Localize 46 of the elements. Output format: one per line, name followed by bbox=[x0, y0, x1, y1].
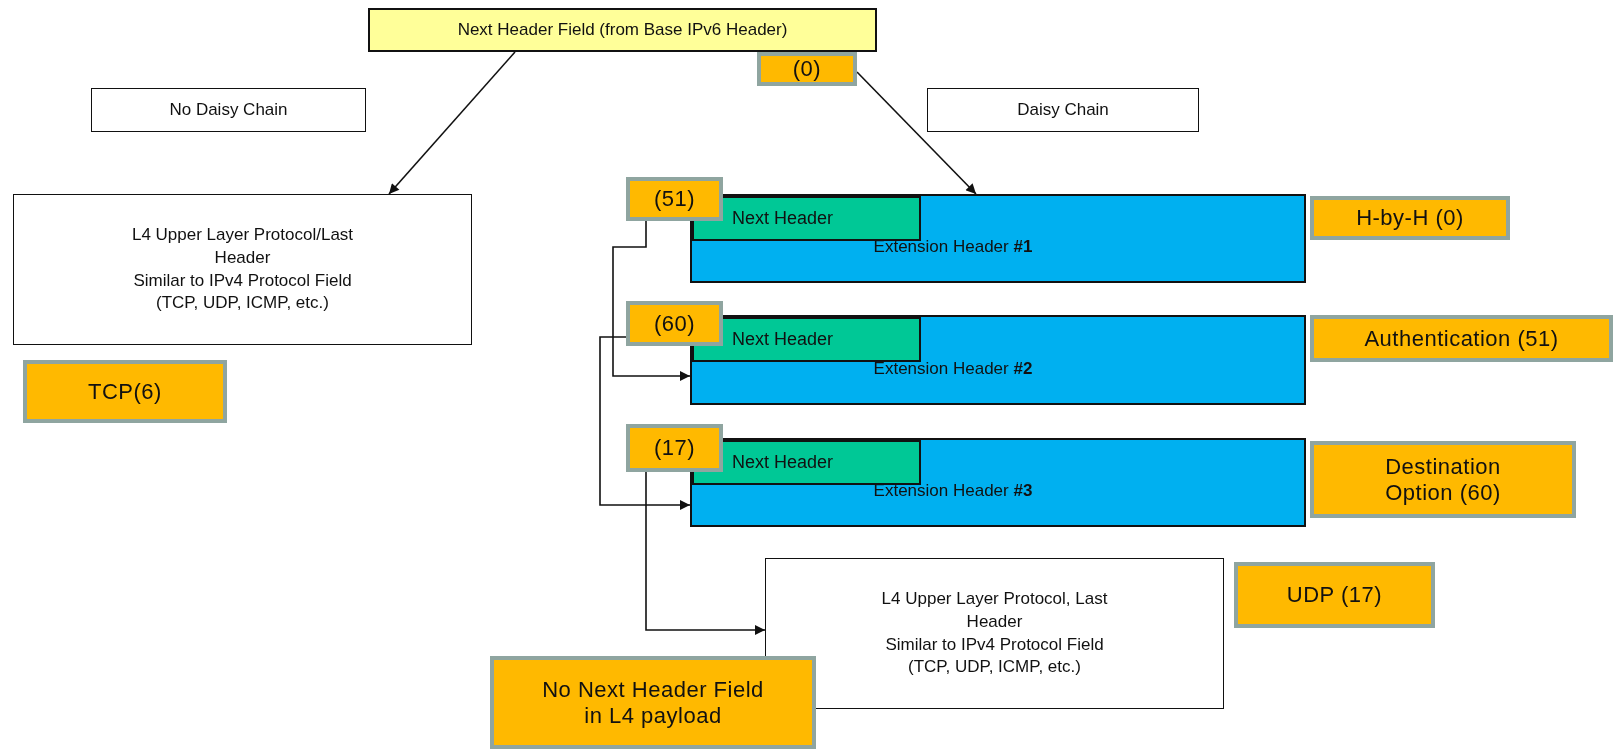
arrow bbox=[645, 471, 766, 635]
value-tag bbox=[757, 52, 857, 86]
node-label: L4 Upper Layer Protocol, Last Header bbox=[880, 587, 1109, 633]
value-tag bbox=[626, 177, 723, 221]
node-label: Similar to IPv4 Protocol Field (TCP, UDP, ICMP, etc.) bbox=[132, 269, 353, 315]
value-tag bbox=[490, 656, 816, 749]
value-tag bbox=[1310, 441, 1576, 518]
node-label: Daisy Chain bbox=[1017, 98, 1109, 121]
arrow bbox=[612, 220, 691, 381]
node-label: Extension Header #3 bbox=[873, 481, 1033, 501]
value-tag bbox=[1310, 196, 1510, 240]
node-label: No Daisy Chain bbox=[169, 98, 288, 121]
node-label: Next Header bbox=[732, 452, 834, 473]
value-tag bbox=[23, 360, 227, 423]
node-label: Extension Header #2 bbox=[873, 359, 1033, 379]
text-box bbox=[13, 194, 472, 345]
header-field-box bbox=[368, 8, 877, 52]
node-label: (17) bbox=[653, 435, 696, 461]
node-label: H-by-H (0) bbox=[1356, 205, 1464, 231]
node-label: No Next Header Field in L4 payload bbox=[541, 676, 765, 729]
node-label: Next Header Field (from Base IPv6 Header) bbox=[457, 20, 788, 40]
value-tag bbox=[626, 301, 723, 346]
value-tag bbox=[1310, 315, 1613, 362]
node-label: (60) bbox=[653, 310, 696, 337]
text-box bbox=[765, 558, 1224, 709]
value-tag bbox=[626, 424, 723, 472]
node-label: Next Header bbox=[732, 329, 834, 350]
text-box bbox=[91, 88, 366, 132]
node-label: UDP (17) bbox=[1286, 582, 1383, 608]
arrow bbox=[388, 51, 516, 195]
node-label: (0) bbox=[792, 56, 822, 82]
node-label: TCP(6) bbox=[88, 378, 162, 405]
node-label: Extension Header #1 bbox=[873, 237, 1033, 257]
value-tag bbox=[1234, 562, 1435, 628]
arrow bbox=[856, 71, 977, 195]
next-header-field bbox=[692, 440, 921, 485]
text-box bbox=[927, 88, 1199, 132]
node-label: (51) bbox=[653, 186, 696, 212]
node-label: Destination Option (60) bbox=[1384, 453, 1502, 506]
node-label: Similar to IPv4 Protocol Field (TCP, UDP, ICMP, etc.) bbox=[884, 633, 1105, 679]
node-label: Next Header bbox=[732, 208, 834, 229]
arrow bbox=[599, 336, 691, 510]
node-label: Authentication (51) bbox=[1364, 325, 1559, 352]
node-label: L4 Upper Layer Protocol/Last Header bbox=[130, 223, 355, 269]
next-header-field bbox=[692, 196, 921, 241]
next-header-field bbox=[692, 317, 921, 362]
